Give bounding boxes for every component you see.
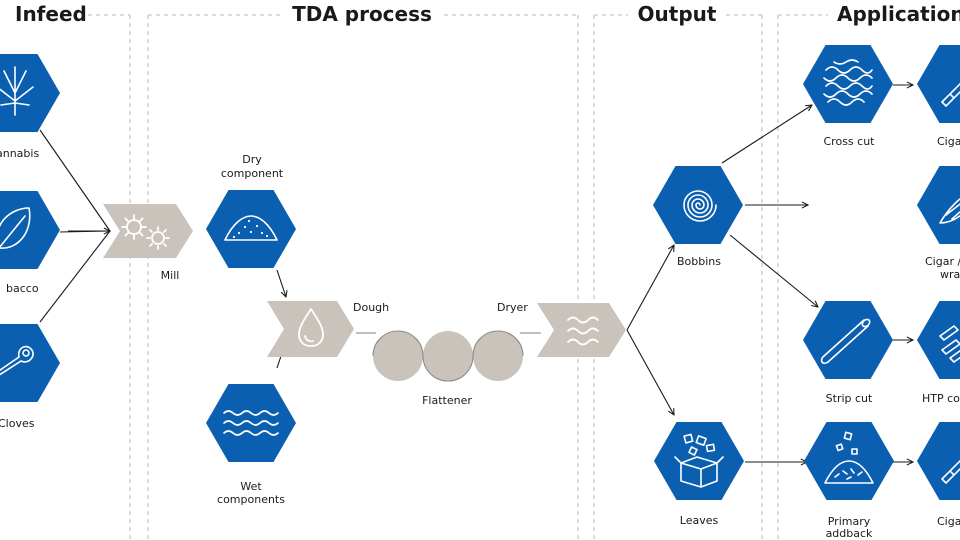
cross-cut-node bbox=[803, 45, 893, 123]
section-heading-infeed: Infeed bbox=[15, 2, 87, 26]
htp-label: HTP co bbox=[922, 392, 960, 405]
primary-label-line1: Primary bbox=[828, 515, 871, 528]
cannabis-label: annabis bbox=[0, 147, 39, 160]
box-with-pieces-icon bbox=[674, 433, 724, 488]
dry-label-line1: Dry bbox=[242, 153, 262, 166]
leaves-node bbox=[654, 422, 744, 500]
cylinder-rod-icon bbox=[820, 318, 871, 365]
strip-cut-label: Strip cut bbox=[826, 392, 873, 405]
cigar-wrapper-node bbox=[917, 166, 960, 244]
cigarette-node-2 bbox=[917, 422, 960, 500]
htp-node bbox=[917, 301, 960, 379]
dryer-node bbox=[537, 303, 626, 357]
bobbins-node bbox=[653, 166, 743, 244]
cloves-label: Cloves bbox=[0, 417, 35, 430]
tobacco-node bbox=[0, 191, 60, 269]
flattener-label: Flattener bbox=[422, 394, 472, 407]
dough-label: Dough bbox=[353, 301, 389, 314]
cannabis-node bbox=[0, 54, 60, 132]
wet-label-line2: components bbox=[217, 493, 285, 506]
cigarette-icon bbox=[941, 82, 960, 107]
powder-pile-icon bbox=[224, 215, 278, 241]
heat-waves-icon bbox=[567, 316, 599, 346]
section-heading-applications: Application bbox=[837, 2, 960, 26]
heated-sticks-icon bbox=[939, 325, 960, 363]
cigarette-label-2: Ciga bbox=[937, 515, 960, 528]
cross-cut-label: Cross cut bbox=[824, 135, 876, 148]
primary-label-line2: addback bbox=[826, 527, 873, 540]
cigarette-icon bbox=[941, 459, 960, 484]
strip-cut-node bbox=[803, 301, 893, 379]
leaves-label: Leaves bbox=[680, 514, 719, 527]
dough-node bbox=[267, 301, 354, 357]
mill-label: Mill bbox=[161, 269, 180, 282]
flattener-node bbox=[356, 330, 541, 382]
cannabis-leaf-icon bbox=[0, 66, 34, 116]
section-heading-tda: TDA process bbox=[292, 2, 432, 26]
tobacco-label: bacco bbox=[6, 282, 39, 295]
spiral-icon bbox=[683, 190, 717, 222]
section-heading-output: Output bbox=[638, 2, 717, 26]
cigar-wrap-label-line1: Cigar / bbox=[925, 255, 960, 268]
tobacco-leaf-icon bbox=[0, 207, 31, 249]
wet-label-line1: Wet bbox=[240, 480, 262, 493]
bobbins-label: Bobbins bbox=[677, 255, 721, 268]
dry-label-line2: component bbox=[221, 167, 284, 180]
section-dividers bbox=[88, 14, 828, 540]
cloves-node bbox=[0, 324, 60, 402]
wet-components-node bbox=[206, 384, 296, 462]
mill-node bbox=[103, 204, 193, 258]
cigarette-label-1: Ciga bbox=[937, 135, 960, 148]
falling-pile-icon bbox=[824, 431, 874, 484]
mill-gears-icon bbox=[121, 214, 170, 250]
cigar-icon bbox=[939, 198, 960, 224]
droplet-icon bbox=[298, 308, 324, 347]
cigar-wrap-label-line2: wra bbox=[940, 268, 960, 281]
flow-connectors bbox=[39, 85, 913, 462]
water-waves-icon bbox=[223, 410, 279, 436]
dryer-label: Dryer bbox=[497, 301, 528, 314]
shredded-fibers-icon bbox=[823, 59, 873, 106]
cigarette-node-1 bbox=[917, 45, 960, 123]
primary-addback-node bbox=[804, 422, 894, 500]
dry-component-node bbox=[206, 190, 296, 268]
clove-icon bbox=[0, 345, 34, 376]
